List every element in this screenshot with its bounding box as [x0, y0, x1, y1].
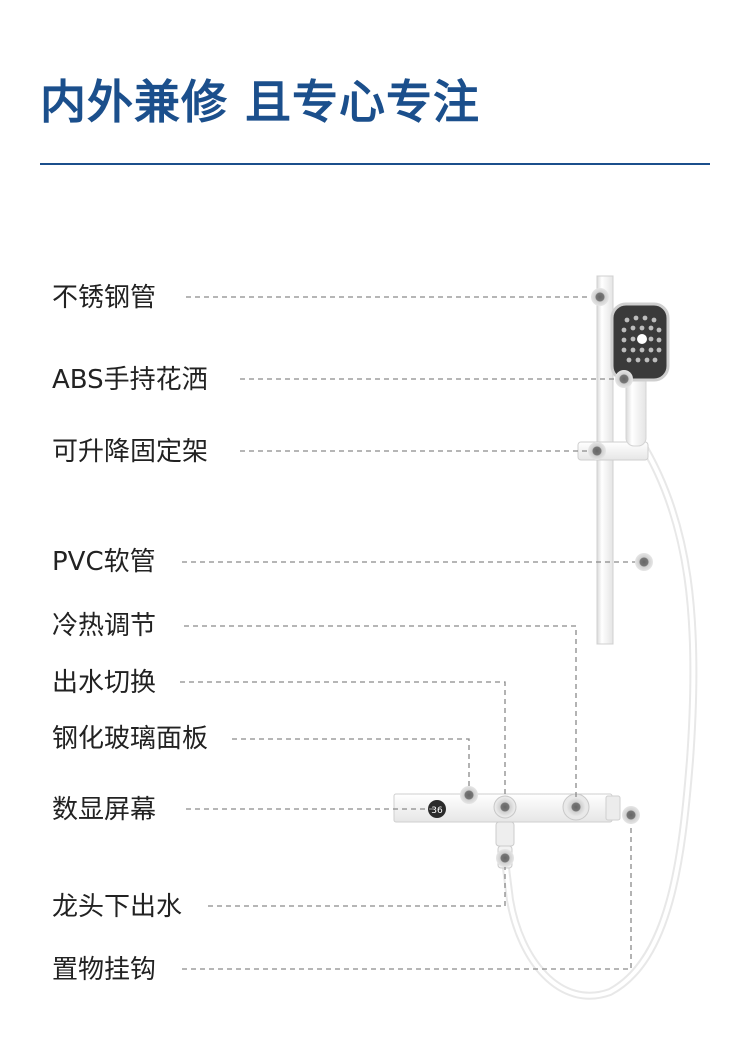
- leader-tempered-glass: [232, 738, 470, 795]
- label-pvc-hose: PVC软管: [52, 547, 156, 577]
- label-abs-handheld-shower: ABS手持花洒: [52, 365, 208, 395]
- digital-display: [428, 800, 446, 818]
- leader-temp-control: [184, 625, 577, 807]
- leader-outlet-switch: [180, 681, 506, 807]
- label-temp-control: 冷热调节: [52, 611, 157, 641]
- leader-hook: [182, 815, 632, 970]
- page-title: 内外兼修 且专心专注: [40, 75, 481, 129]
- label-stainless-pipe: 不锈钢管: [52, 283, 157, 313]
- title-underline: [40, 163, 710, 165]
- label-tempered-glass: 钢化玻璃面板: [52, 724, 209, 754]
- display-temp: 36: [431, 806, 443, 816]
- leader-bottom-spout: [208, 858, 506, 907]
- label-digital-display: 数显屏幕: [52, 795, 157, 825]
- label-bottom-spout: 龙头下出水: [52, 892, 183, 922]
- label-outlet-switch: 出水切换: [52, 668, 157, 698]
- bottom-spout: [495, 821, 515, 847]
- label-adjustable-holder: 可升降固定架: [52, 437, 209, 467]
- label-hook: 置物挂钩: [52, 955, 157, 985]
